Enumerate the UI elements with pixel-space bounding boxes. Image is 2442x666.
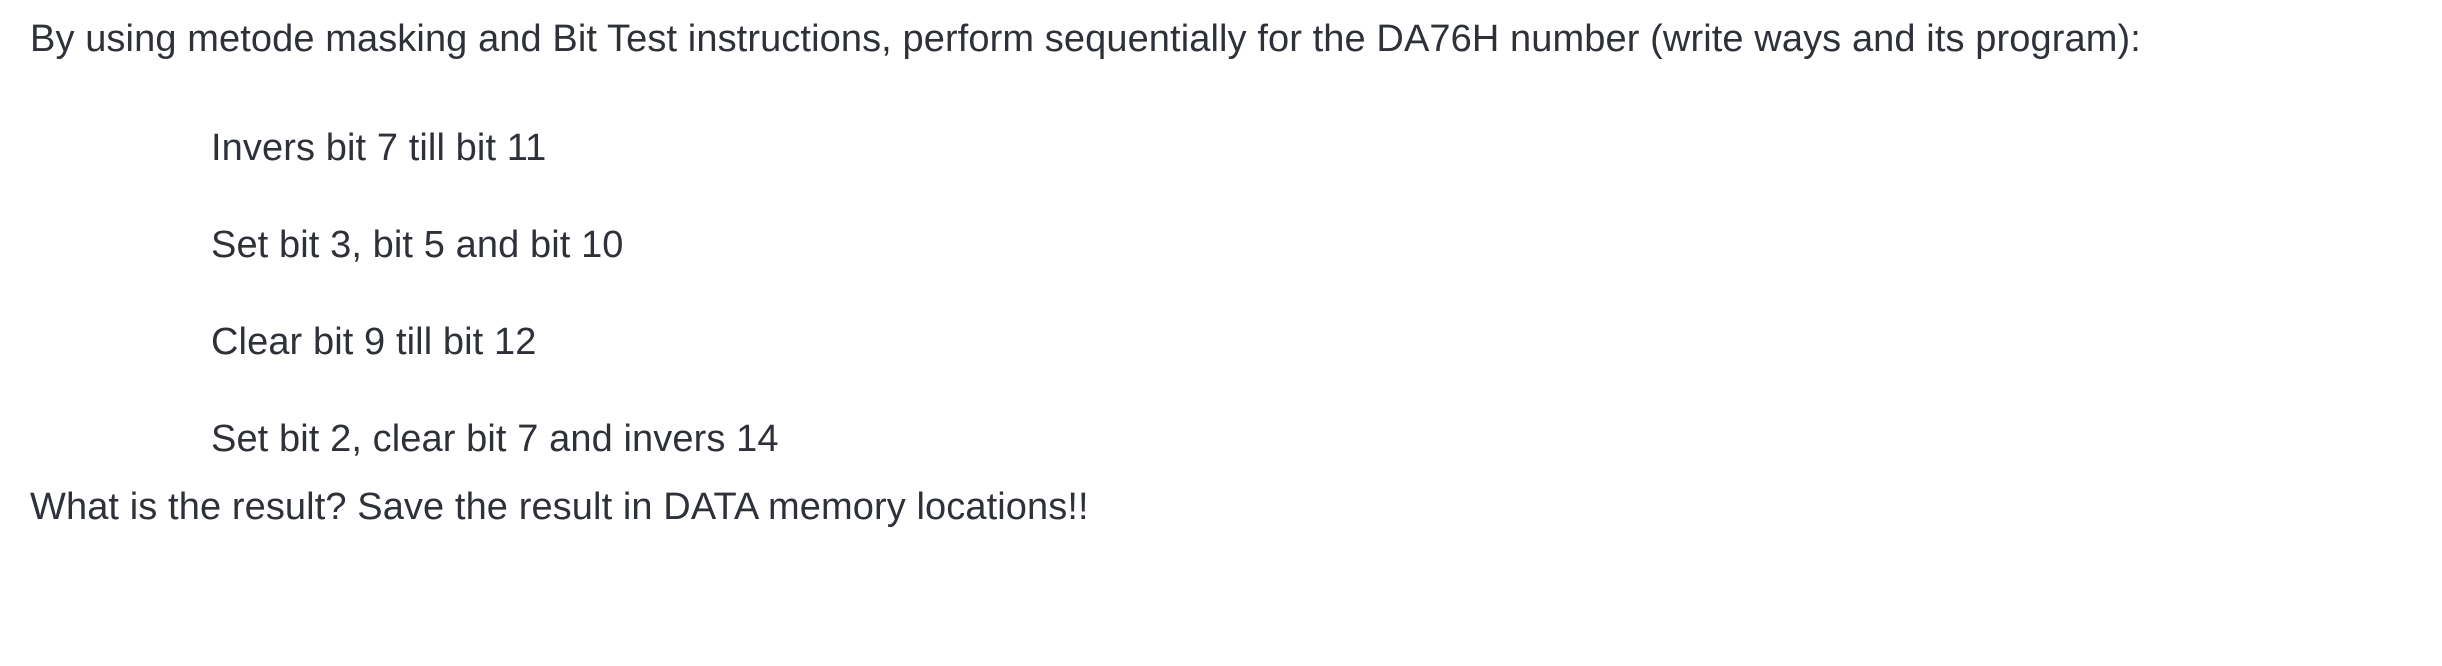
list-item: Clear bit 9 till bit 12 [30, 276, 2320, 373]
list-item: Invers bit 7 till bit 11 [30, 82, 2320, 179]
step-label: Set bit 3, bit 5 and bit 10 [211, 224, 624, 266]
step-label: Set bit 2, clear bit 7 and invers 14 [211, 418, 779, 460]
closing-paragraph: What is the result? Save the result in D… [30, 486, 1089, 528]
question-body: By using metode masking and Bit Test ins… [30, 0, 2320, 538]
intro-paragraph: By using metode masking and Bit Test ins… [30, 18, 2141, 60]
list-item: Set bit 3, bit 5 and bit 10 [30, 179, 2320, 276]
step-label: Clear bit 9 till bit 12 [211, 321, 537, 363]
steps-list: Invers bit 7 till bit 11 Set bit 3, bit … [30, 82, 2320, 470]
list-item: Set bit 2, clear bit 7 and invers 14 [30, 373, 2320, 470]
step-label: Invers bit 7 till bit 11 [211, 127, 547, 169]
